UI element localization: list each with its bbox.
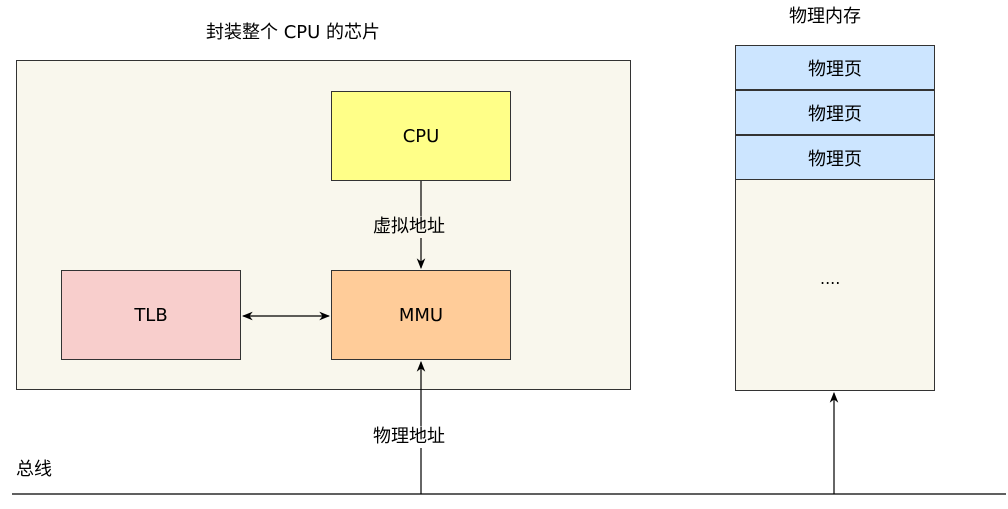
virtual-address-label: 虚拟地址: [371, 216, 447, 238]
bus-label: 总线: [16, 459, 52, 480]
physical-page-label: 物理页: [808, 103, 862, 125]
cpu-block-label: CPU: [402, 125, 440, 147]
memory-ellipsis: ....: [820, 269, 841, 288]
tlb-block-label: TLB: [134, 304, 168, 326]
physical-page-label: 物理页: [808, 58, 862, 80]
mmu-block-label: MMU: [398, 304, 444, 326]
mmu-block[interactable]: MMU: [331, 270, 511, 360]
physical-memory-title: 物理内存: [789, 6, 861, 27]
cpu-chip-title: 封装整个 CPU 的芯片: [206, 22, 381, 43]
physical-page[interactable]: 物理页: [735, 90, 935, 135]
physical-page[interactable]: 物理页: [735, 135, 935, 180]
physical-page-label: 物理页: [808, 148, 862, 170]
tlb-block[interactable]: TLB: [61, 270, 241, 360]
physical-page[interactable]: 物理页: [735, 45, 935, 90]
physical-address-label: 物理地址: [371, 426, 447, 448]
cpu-block[interactable]: CPU: [331, 91, 511, 181]
